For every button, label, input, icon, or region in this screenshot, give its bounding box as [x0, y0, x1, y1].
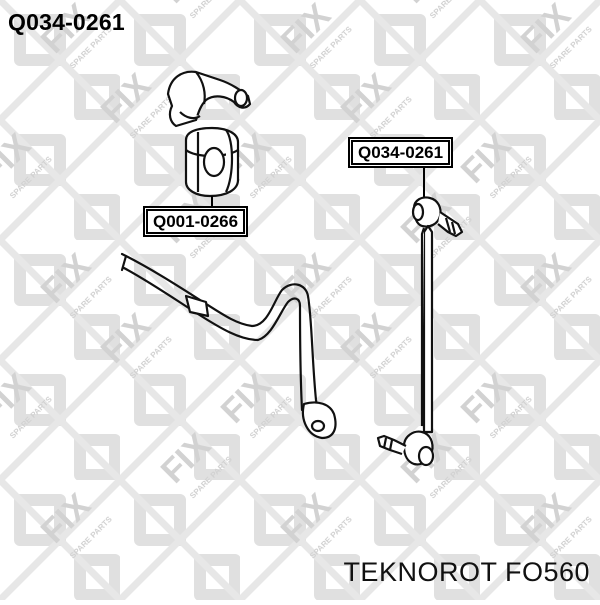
stabilizer-bar	[120, 252, 337, 440]
callout-leaders	[211, 164, 425, 208]
page-title: Q034-0261	[8, 9, 125, 35]
stabilizer-bracket	[166, 70, 252, 128]
stabilizer-link	[376, 196, 464, 467]
bushing-part-label: Q001-0266	[146, 209, 246, 234]
link-part-label: Q034-0261	[351, 140, 451, 165]
stabilizer-bushing	[184, 126, 240, 198]
cross-reference-label: TEKNOROT FO560	[343, 557, 590, 587]
